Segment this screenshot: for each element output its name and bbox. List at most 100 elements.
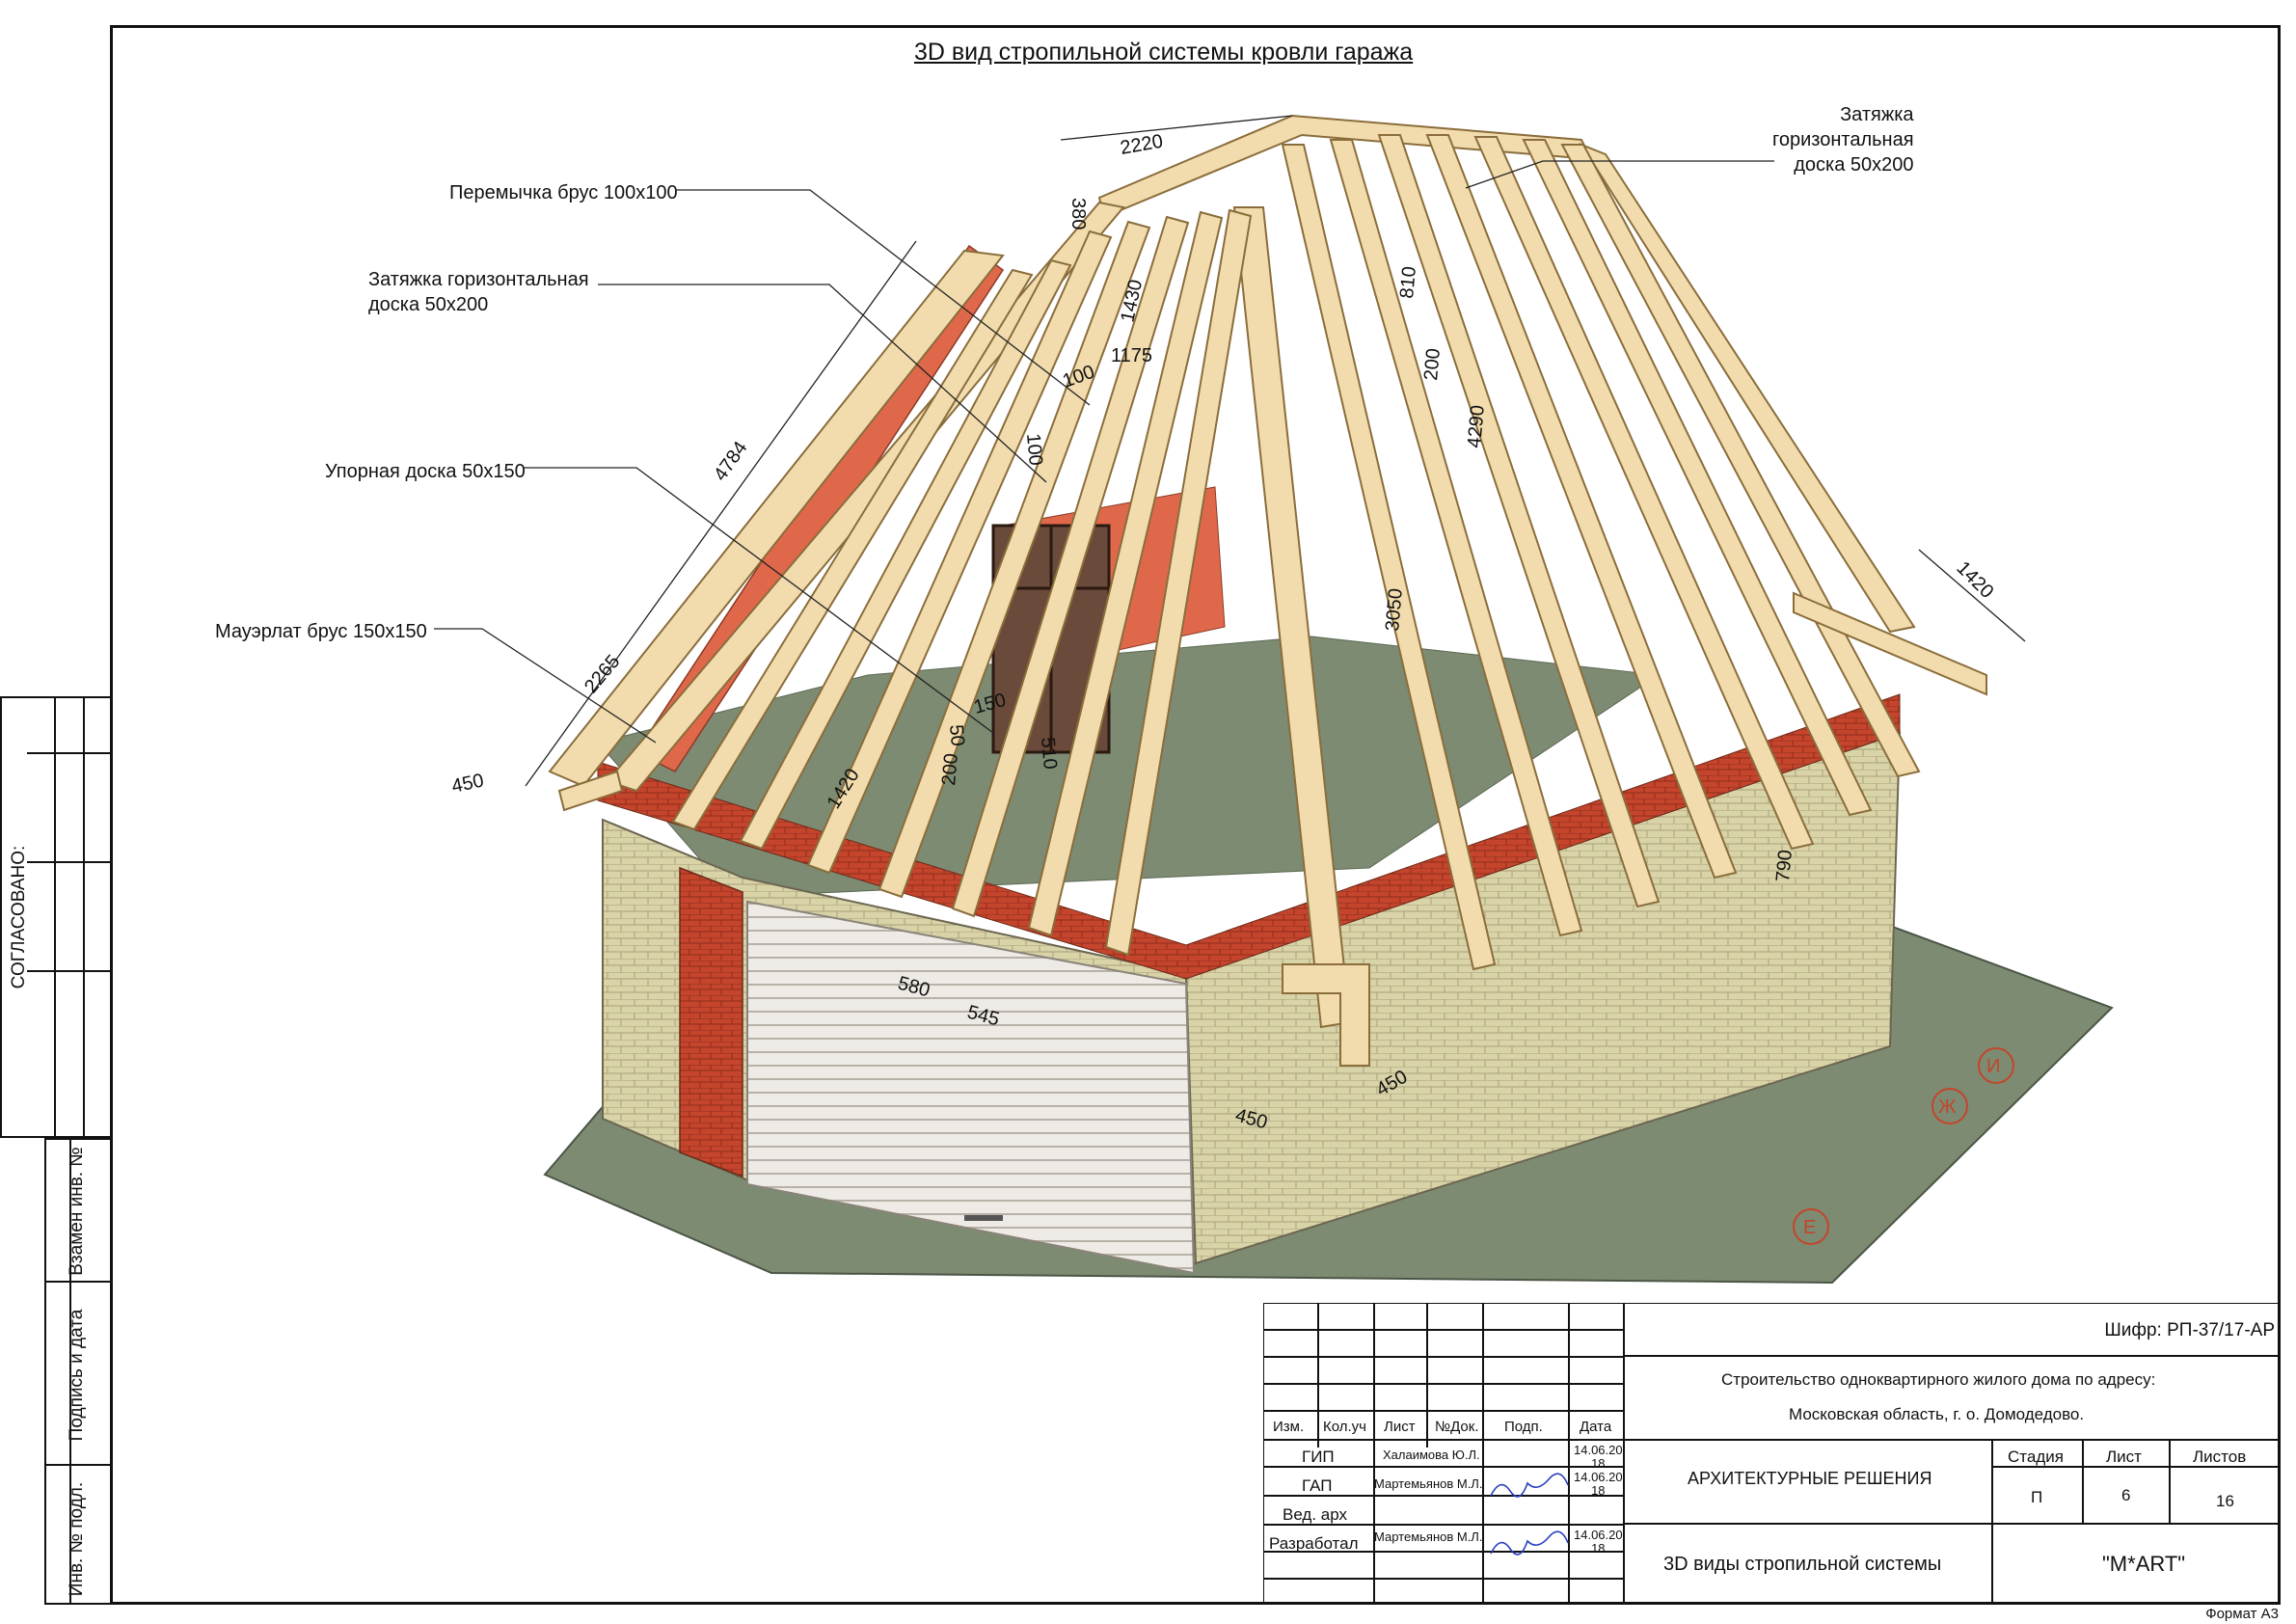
header-date: Дата (1580, 1419, 1612, 1435)
approval-col2 (56, 696, 85, 1138)
sheet-title: 3D виды стропильной системы (1663, 1554, 1942, 1575)
signature-1 (1490, 1473, 1569, 1498)
title-block: Шифр: РП-37/17-АР Строительство одноквар… (1263, 1303, 2281, 1605)
stage-value: П (2031, 1488, 2043, 1506)
dim-380: 380 (1067, 198, 1089, 230)
rafter-l5 (951, 215, 1190, 918)
approval-col1 (27, 696, 56, 1138)
role-gap: ГАП (1302, 1476, 1333, 1495)
drawing-title: 3D вид стропильной системы кровли гаража (914, 39, 1414, 66)
section-title: АРХИТЕКТУРНЫЕ РЕШЕНИЯ (1688, 1469, 1932, 1488)
dim-50: 50 (945, 724, 968, 747)
dim-4290: 4290 (1464, 404, 1489, 448)
approval-row2 (27, 754, 112, 863)
replace-inv-label: Взамен инв. № (67, 1147, 87, 1276)
dim-100a: 100 (1060, 362, 1097, 392)
rafter-l4 (878, 220, 1151, 899)
callout-tie-left: Затяжка горизонтальная доска 50х200 (368, 267, 589, 317)
date-1: 14.06.20 18 (1574, 1443, 1623, 1472)
header-list: Лист (1384, 1419, 1416, 1435)
axis-mark-e-label: Е (1803, 1217, 1816, 1238)
hip-rafter-left (606, 201, 1125, 793)
rafter-r4 (1425, 134, 1738, 880)
dim-810: 810 (1396, 265, 1420, 299)
rafter-r5 (1473, 136, 1815, 851)
eave-board-right (1793, 591, 1987, 696)
leader-lintel (675, 189, 1091, 406)
name-1: Халаимова Ю.Л. (1383, 1448, 1480, 1462)
approval-strip (0, 696, 112, 1138)
dim-3050: 3050 (1382, 587, 1407, 632)
inv-row2 (44, 1283, 112, 1466)
inv-col (44, 1138, 71, 1605)
dim-4784: 4784 (710, 438, 752, 485)
rafter-r1 (1281, 144, 1497, 971)
sheets-label: Листов (2193, 1448, 2247, 1466)
dim-1420b: 1420 (1952, 557, 1997, 603)
axis-mark-e: Е (1793, 1208, 1829, 1245)
approval-row3 (27, 863, 112, 972)
sheets-value: 16 (2216, 1492, 2234, 1510)
header-sign: Подп. (1504, 1419, 1543, 1435)
dim-2220: 2220 (1119, 131, 1165, 159)
dim-line-2220 (1060, 115, 1293, 141)
axis-mark-zh: Ж (1931, 1088, 1968, 1124)
callout-tie-right: Затяжка горизонтальная доска 50х200 (1772, 102, 1914, 177)
leader-mauerlat (434, 628, 657, 744)
rafter-l7 (1104, 208, 1253, 957)
hip-rafter-right (1579, 142, 1916, 634)
company: "M*ART" (2102, 1552, 2186, 1576)
inv-orig-label: Инв. № подл. (67, 1481, 87, 1597)
sheet-value: 6 (2121, 1486, 2131, 1504)
date-3: 14.06.20 18 (1574, 1528, 1623, 1556)
role-lead-arch: Вед. арх (1283, 1505, 1348, 1524)
dim-510: 510 (1037, 737, 1061, 771)
rafter-r6 (1522, 139, 1873, 817)
rafter-r3 (1377, 134, 1661, 908)
dim-line-4784 (525, 240, 917, 787)
dim-1175: 1175 (1111, 345, 1152, 366)
inv-strip (44, 1138, 112, 1605)
leader-tie-left (598, 284, 1047, 483)
date-2: 14.06.20 18 (1574, 1470, 1623, 1499)
inv-row1 (44, 1138, 112, 1283)
approval-label: СОГЛАСОВАНО: (9, 845, 29, 989)
cipher: Шифр: РП-37/17-АР (2104, 1320, 2275, 1340)
callout-lintel: Перемычка брус 100х100 (449, 182, 678, 203)
dimension-lines (525, 115, 2026, 787)
name-3: Мартемьянов М.Л. (1374, 1529, 1483, 1544)
format-label: Формат А3 (2205, 1606, 2279, 1622)
stage-label: Стадия (2008, 1448, 2064, 1466)
rafter-l3 (806, 230, 1113, 875)
sheet-label: Лист (2106, 1448, 2142, 1466)
name-2: Мартемьянов М.Л. (1374, 1476, 1483, 1491)
corner-brace (1282, 963, 1370, 1067)
wall-top-band (597, 693, 1901, 980)
leader-strut-board (523, 467, 994, 734)
door-handle (964, 1215, 1003, 1221)
axis-mark-i: И (1978, 1047, 2014, 1084)
role-developer: Разработал (1269, 1534, 1359, 1553)
rafter-frame (548, 114, 1916, 1029)
brick-pier (679, 866, 743, 1178)
dim-line-1420 (1918, 549, 2026, 642)
dim-450a: 450 (449, 770, 485, 797)
callout-tie-left-line2: доска 50х200 (368, 294, 489, 315)
eave-board-left (557, 770, 624, 812)
garage-door (746, 900, 1196, 1275)
rafter-r2 (1329, 139, 1583, 937)
leader-lines (434, 160, 1774, 744)
left-slope-rafters (671, 208, 1253, 957)
rafter-l1 (671, 268, 1034, 831)
callout-tie-right-line1: Затяжка (1840, 104, 1914, 125)
approval-row1 (27, 696, 112, 754)
callout-tie-right-line2: горизонтальная (1772, 129, 1914, 150)
header-kol: Кол.уч (1323, 1419, 1366, 1435)
title-block-grid (1263, 1303, 2281, 1605)
signature-2 (1490, 1530, 1569, 1556)
dim-100b: 100 (1022, 433, 1046, 467)
rafter-l6 (1027, 210, 1224, 937)
axis-mark-i-label: И (1986, 1056, 2000, 1077)
dim-790: 790 (1772, 849, 1796, 882)
